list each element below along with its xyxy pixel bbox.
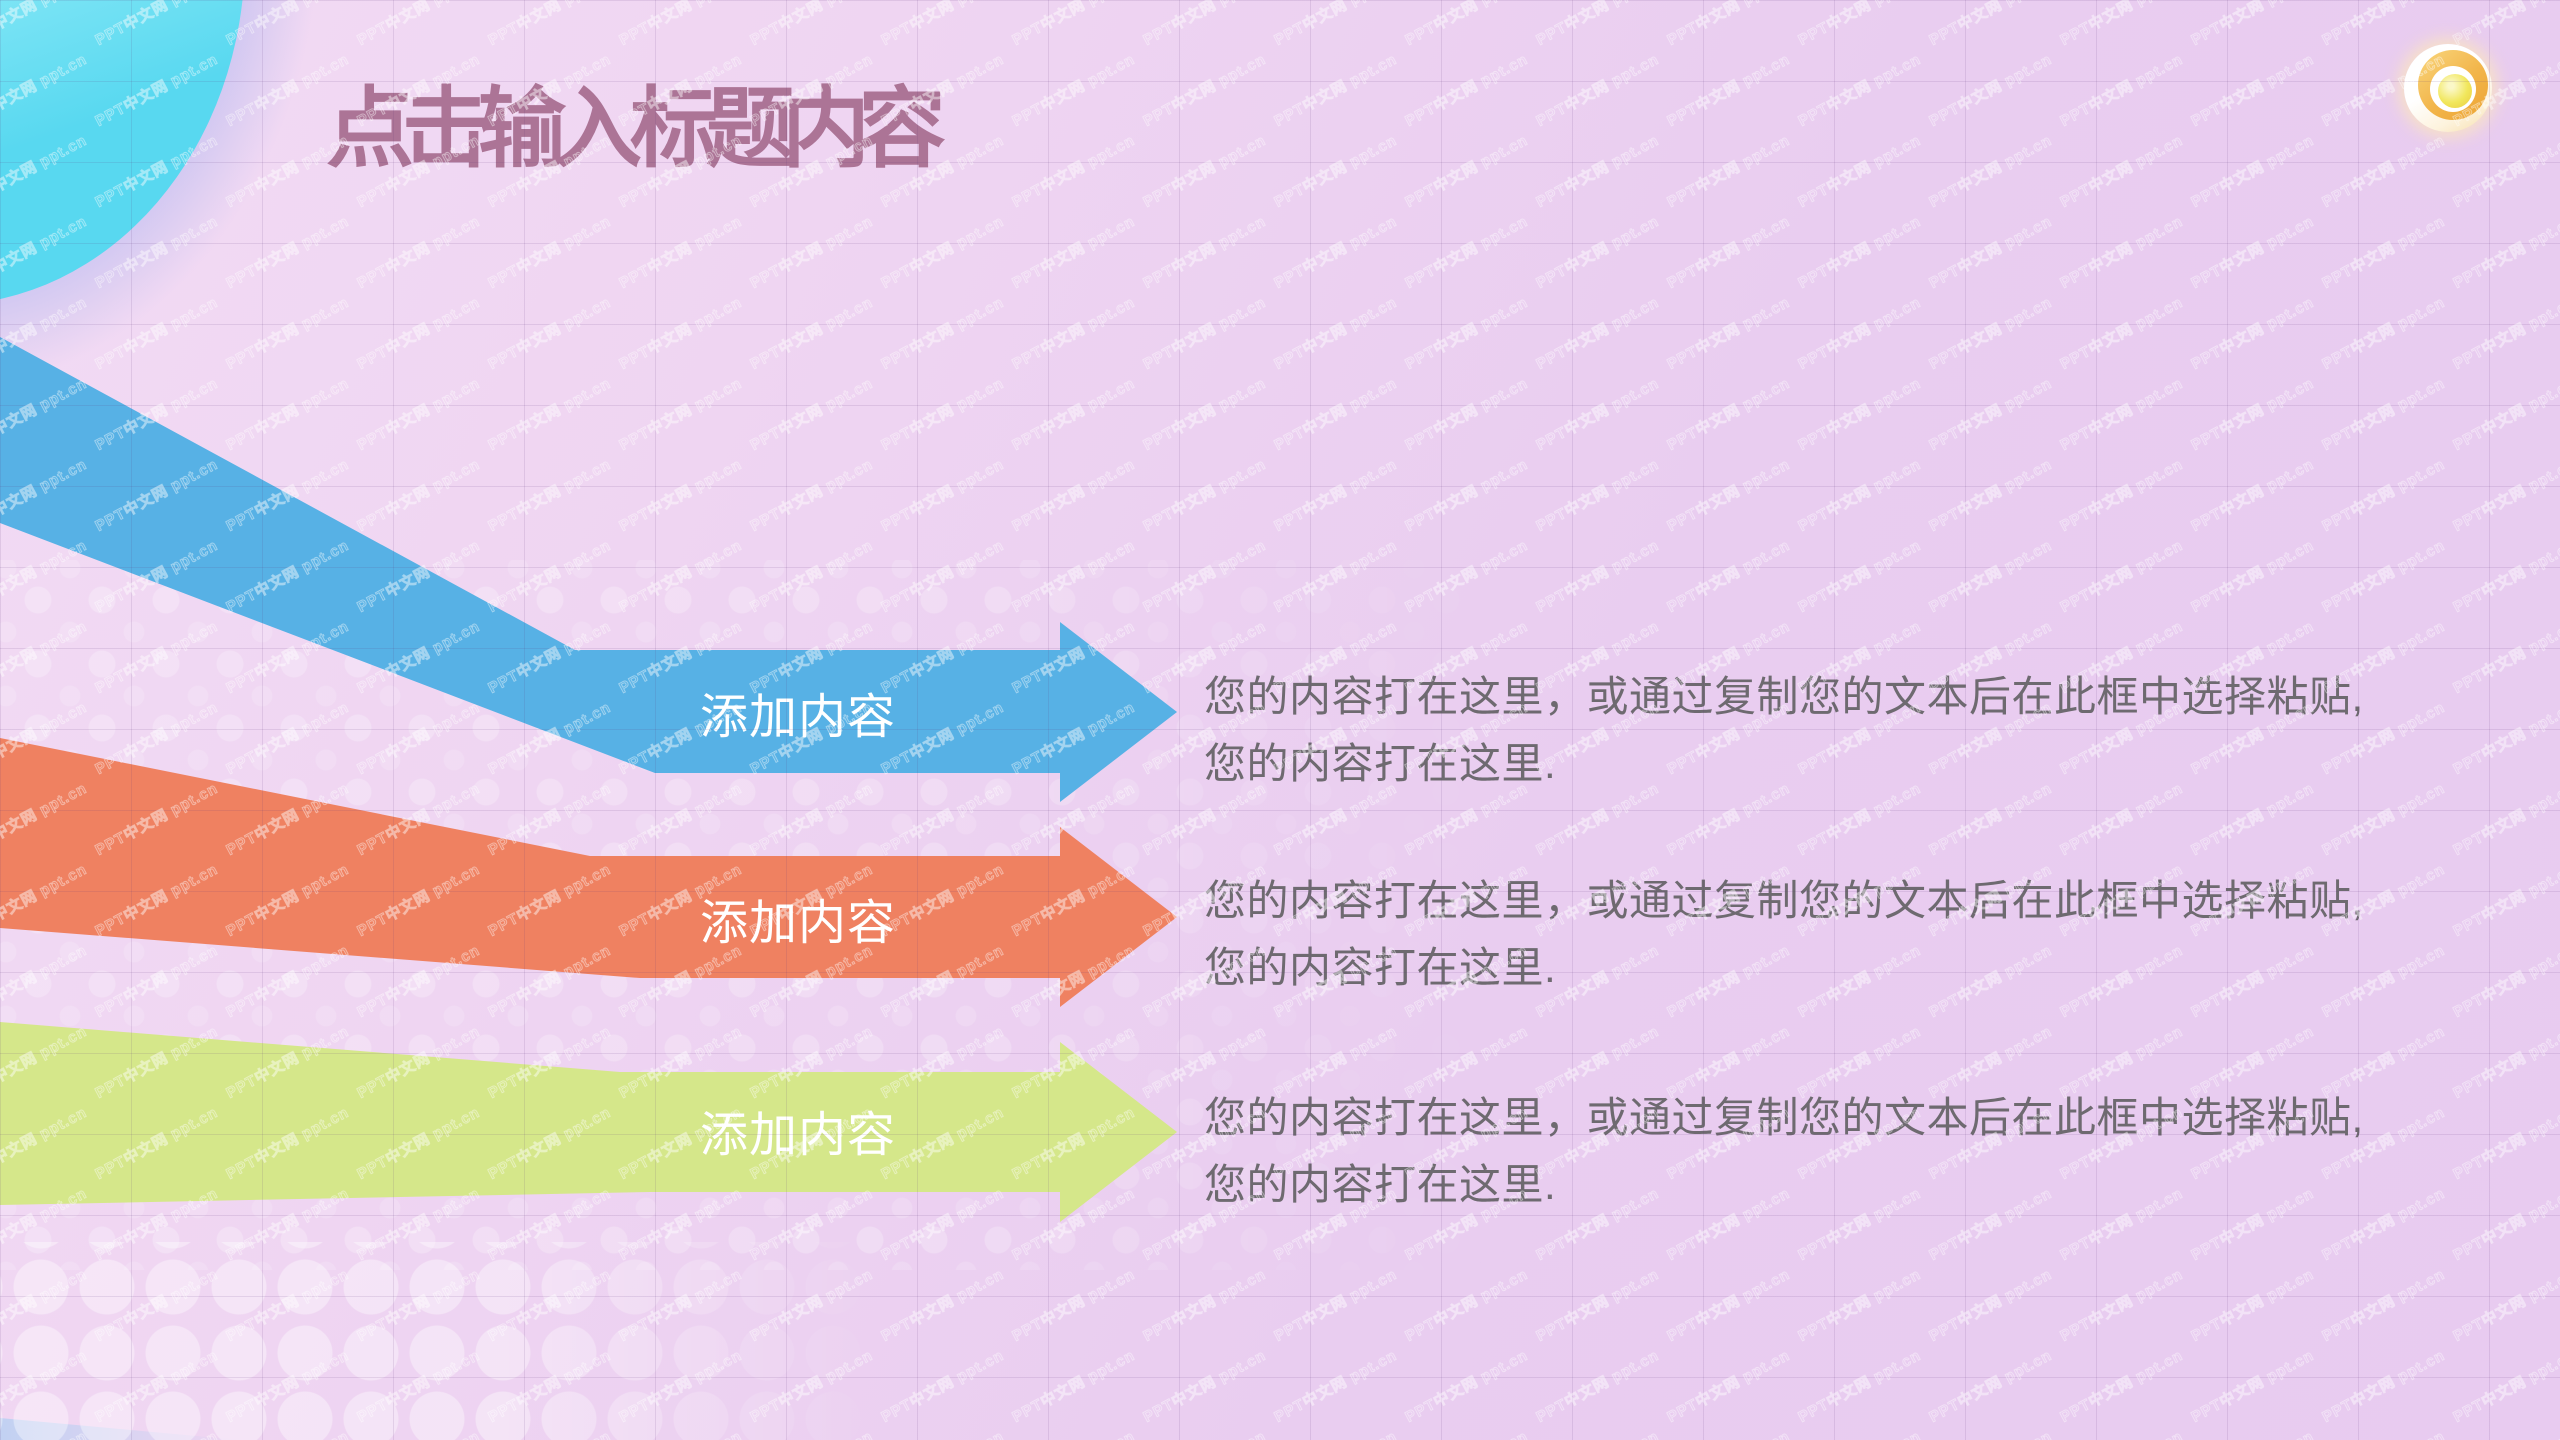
body-text-2[interactable]: 您的内容打在这里，或通过复制您的文本后在此框中选择粘贴, 您的内容打在这里.	[1204, 867, 2484, 1001]
body-text-3-line-2: 您的内容打在这里.	[1204, 1161, 1557, 1208]
arrow-label-1[interactable]: 添加内容	[699, 691, 896, 744]
arrow-label-2[interactable]: 添加内容	[699, 896, 896, 950]
logo-yellow-core	[2438, 74, 2472, 108]
body-text-1-line-1: 您的内容打在这里，或通过复制您的文本后在此框中选择粘贴,	[1204, 673, 2364, 720]
body-text-3-line-1: 您的内容打在这里，或通过复制您的文本后在此框中选择粘贴,	[1204, 1094, 2364, 1141]
body-text-2-line-2: 您的内容打在这里.	[1204, 944, 1557, 991]
body-text-1-line-2: 您的内容打在这里.	[1204, 740, 1557, 787]
body-text-2-line-1: 您的内容打在这里，或通过复制您的文本后在此框中选择粘贴,	[1204, 877, 2364, 924]
body-text-3[interactable]: 您的内容打在这里，或通过复制您的文本后在此框中选择粘贴, 您的内容打在这里.	[1204, 1084, 2484, 1218]
body-text-1[interactable]: 您的内容打在这里，或通过复制您的文本后在此框中选择粘贴, 您的内容打在这里.	[1204, 663, 2484, 797]
golden-sphere-icon	[2404, 44, 2492, 132]
arrow-label-3[interactable]: 添加内容	[699, 1109, 896, 1162]
page-title[interactable]: 点击输入标题内容	[326, 79, 946, 178]
